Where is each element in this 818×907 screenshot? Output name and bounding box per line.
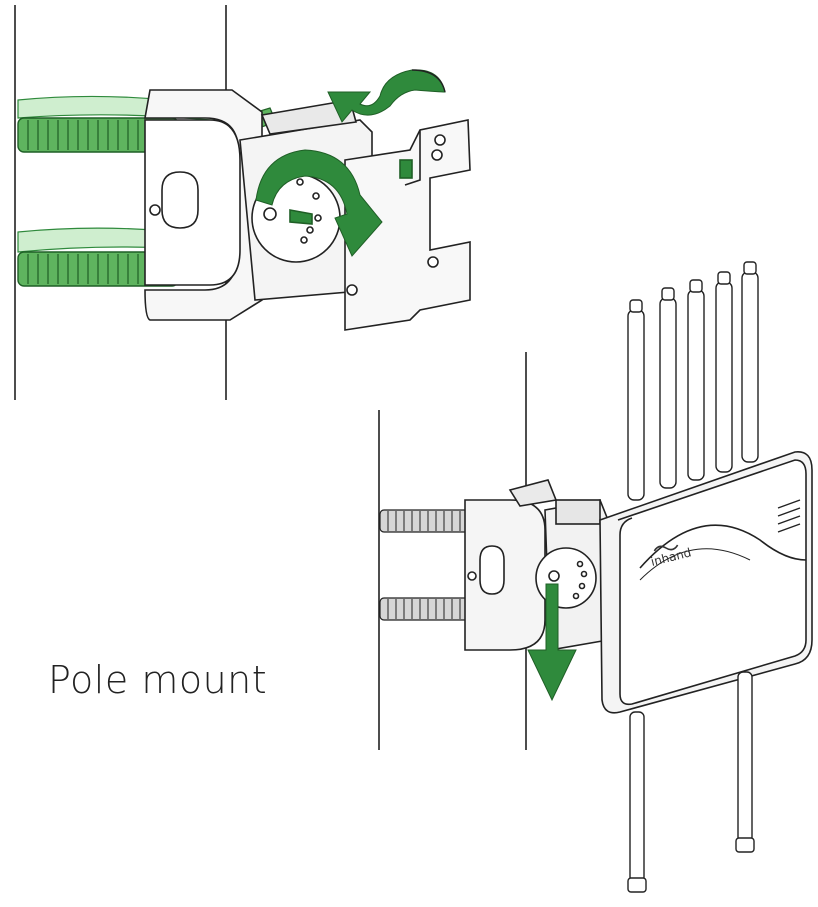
router-enclosure [599, 451, 813, 714]
top-assembly [14, 5, 471, 400]
swivel-joint-bottom [535, 499, 609, 651]
bracket-plate-top [144, 89, 263, 321]
bottom-assembly: inhand [378, 261, 813, 893]
strap-lower-grey [379, 597, 491, 621]
down-arrow-icon [527, 583, 577, 702]
caption-pole-mount: Pole mount [48, 658, 268, 702]
antennas-top [627, 261, 759, 501]
rotate-arrow-icon [327, 69, 446, 123]
antennas-bottom [627, 671, 755, 893]
device-bracket-top [344, 119, 471, 331]
vent-icon [777, 499, 801, 533]
bracket-plate-bottom [464, 479, 558, 651]
rotate-arrow-icon [255, 149, 383, 257]
